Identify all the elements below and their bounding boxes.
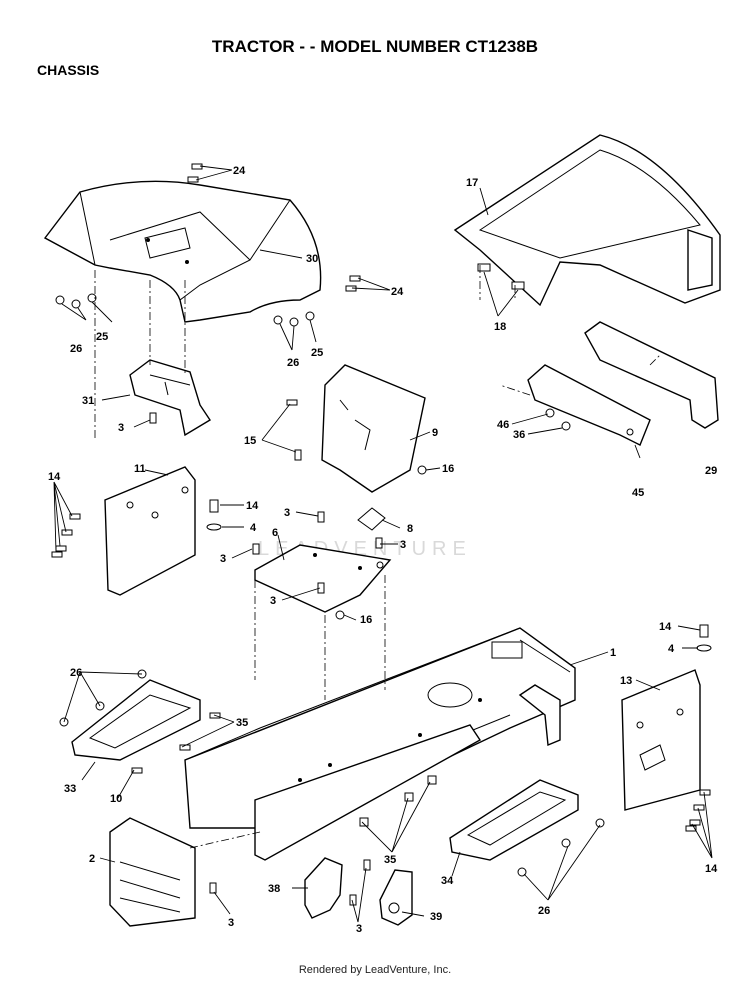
callout-1: 1: [610, 647, 616, 659]
part-1-frame: [184, 627, 576, 861]
callout-2: 2: [89, 853, 95, 865]
part-39-bracket: [379, 869, 413, 926]
footer-credit: Rendered by LeadVenture, Inc.: [298, 964, 452, 976]
leader-lines: [53, 165, 713, 923]
callout-16: 16: [360, 614, 372, 626]
callout-35: 35: [236, 717, 248, 729]
callout-14: 14: [48, 471, 61, 483]
callout-36: 36: [513, 429, 525, 441]
callout-15: 15: [244, 435, 256, 447]
callout-29: 29: [705, 465, 717, 477]
callout-3: 3: [400, 539, 406, 551]
part-2-bracket: [109, 817, 196, 927]
part-33-footrest: [71, 679, 201, 761]
part-34-footrest: [449, 779, 579, 861]
callout-3: 3: [228, 917, 234, 929]
part-11-side-panel: [104, 466, 196, 596]
page-title: TRACTOR - - MODEL NUMBER CT1238B: [211, 37, 539, 56]
part-38-bracket: [304, 857, 343, 919]
callout-38: 38: [268, 883, 280, 895]
callout-30: 30: [306, 253, 318, 265]
callout-24: 24: [391, 286, 404, 298]
part-45-bracket: [527, 364, 651, 446]
callout-46: 46: [497, 419, 509, 431]
callout-16: 16: [442, 463, 454, 475]
hardware-fasteners: [51, 163, 712, 906]
callout-3: 3: [118, 422, 124, 434]
part-8-clip: [357, 507, 386, 531]
callout-39: 39: [430, 911, 442, 923]
callout-35: 35: [384, 854, 396, 866]
part-9-plate: [321, 364, 426, 493]
callout-4: 4: [250, 522, 257, 534]
part-17-hood: [453, 134, 721, 307]
part-13-side-panel: [621, 669, 701, 811]
callout-25: 25: [311, 347, 323, 359]
callout-14: 14: [705, 863, 718, 875]
callout-24: 24: [233, 165, 246, 177]
part-29-panel: [584, 321, 719, 429]
section-title: CHASSIS: [37, 62, 100, 78]
callout-26: 26: [287, 357, 299, 369]
callout-labels: 24 24 26 25 26 25 30 17 18 31 3 15 9 16 …: [48, 165, 718, 935]
callout-34: 34: [441, 875, 454, 887]
callout-3: 3: [220, 553, 226, 565]
callout-26: 26: [70, 667, 82, 679]
callout-14: 14: [659, 621, 672, 633]
callout-11: 11: [134, 463, 146, 475]
callout-3: 3: [270, 595, 276, 607]
callout-31: 31: [82, 395, 94, 407]
callout-3: 3: [356, 923, 362, 935]
callout-3: 3: [284, 507, 290, 519]
callout-8: 8: [407, 523, 413, 535]
part-30-fender: [43, 180, 322, 323]
callout-33: 33: [64, 783, 76, 795]
callout-6: 6: [272, 527, 278, 539]
callout-45: 45: [632, 487, 644, 499]
callout-18: 18: [494, 321, 506, 333]
callout-13: 13: [620, 675, 632, 687]
callout-14: 14: [246, 500, 259, 512]
callout-26: 26: [538, 905, 550, 917]
callout-9: 9: [432, 427, 438, 439]
part-31-bracket: [129, 359, 211, 437]
callout-17: 17: [466, 177, 478, 189]
assembly-lines: [94, 265, 661, 849]
callout-10: 10: [110, 793, 122, 805]
callout-25: 25: [96, 331, 108, 343]
callout-4: 4: [668, 643, 675, 655]
callout-26: 26: [70, 343, 82, 355]
